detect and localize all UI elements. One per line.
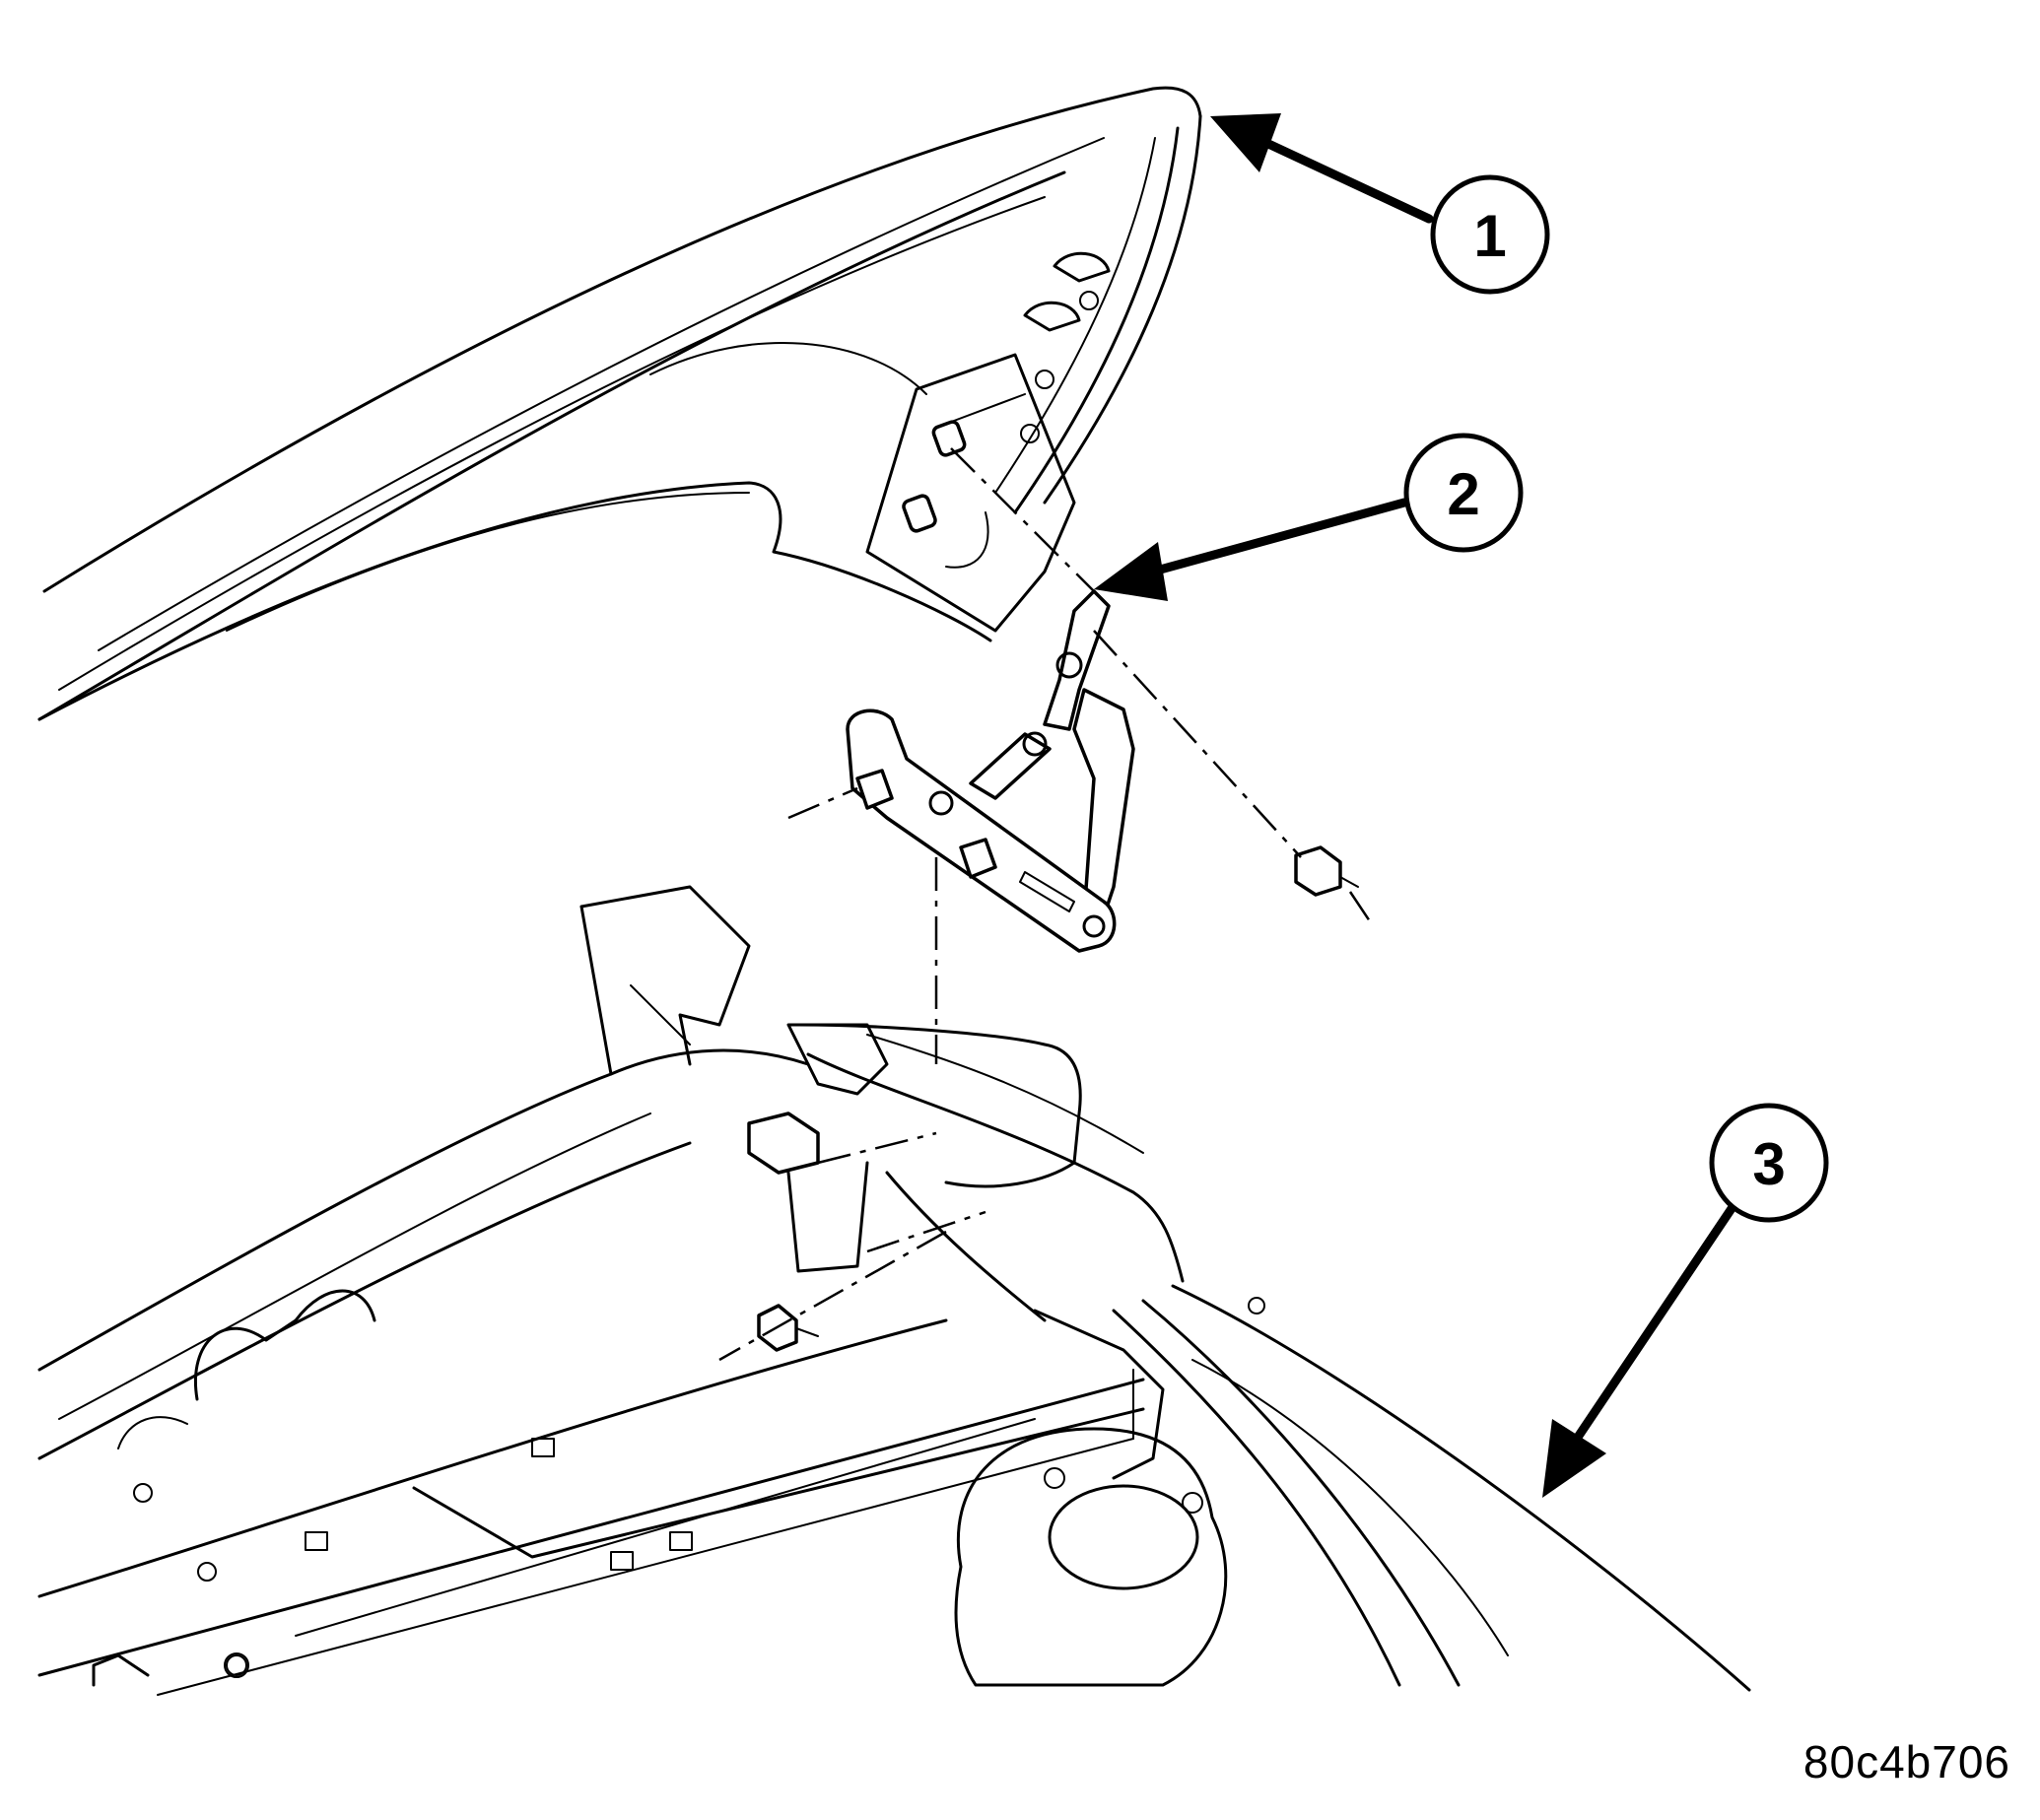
callout-3: 3 bbox=[1542, 1103, 1829, 1498]
installation-lines bbox=[718, 447, 1372, 1362]
callout-3-number: 3 bbox=[1752, 1131, 1785, 1197]
vehicle-body bbox=[37, 885, 1751, 1696]
callout-2: 2 bbox=[1094, 433, 1524, 601]
hood-hinge bbox=[846, 589, 1359, 953]
callout-1: 1 bbox=[1210, 113, 1550, 295]
callout-2-number: 2 bbox=[1447, 461, 1479, 527]
figure-id-label: 80c4b706 bbox=[1802, 1736, 2010, 1787]
callout-1-number: 1 bbox=[1473, 203, 1506, 269]
hood-panel bbox=[37, 86, 1202, 721]
